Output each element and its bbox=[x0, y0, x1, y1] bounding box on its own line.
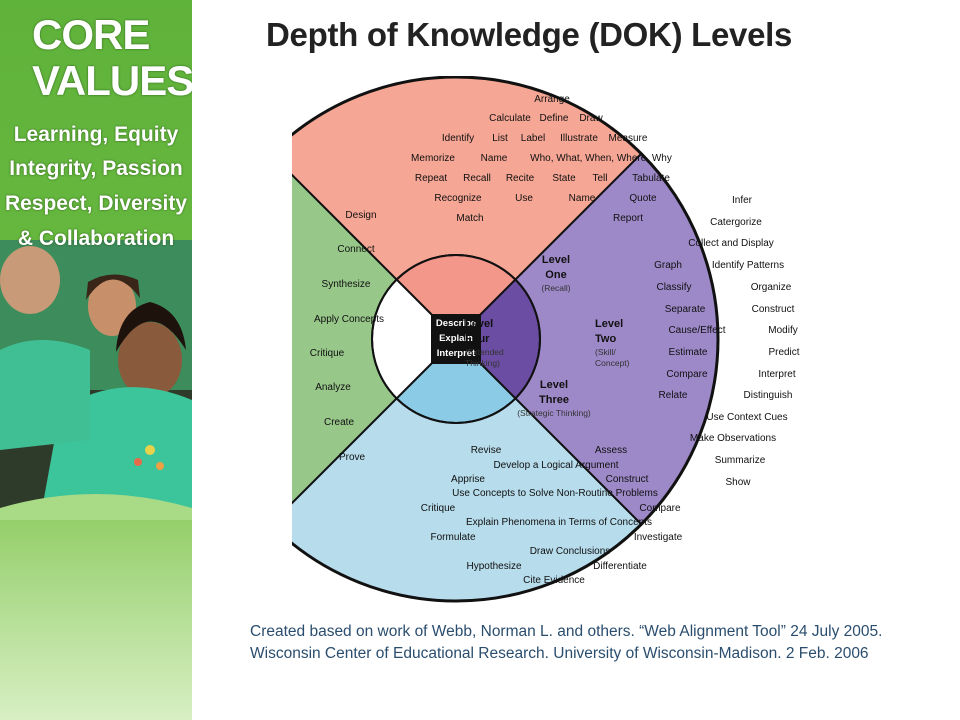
level-three-label: Three bbox=[539, 394, 569, 406]
level-two-verb: Compare bbox=[666, 369, 708, 380]
level-three-verb: Formulate bbox=[430, 532, 475, 543]
level-three-verb: Revise bbox=[471, 445, 502, 456]
level-four-verb: Connect bbox=[337, 244, 374, 255]
students-photo bbox=[0, 240, 192, 520]
page-title: Depth of Knowledge (DOK) Levels bbox=[266, 16, 793, 53]
level-two-verb: Distinguish bbox=[744, 390, 793, 401]
banner-heading-values: VALUES bbox=[32, 57, 192, 104]
level-one-verb: Arrange bbox=[534, 94, 570, 105]
level-two-verb: Identify Patterns bbox=[712, 260, 784, 271]
banner-value-line: & Collaboration bbox=[17, 227, 175, 250]
level-two-label: Level bbox=[595, 318, 623, 330]
level-four-verb: Critique bbox=[310, 348, 345, 359]
level-two-verb: Interpret bbox=[758, 369, 795, 380]
banner-value-line: Respect, Diversity bbox=[4, 192, 188, 215]
level-four-verb: Analyze bbox=[315, 382, 351, 393]
level-four-description: Thinking) bbox=[465, 358, 500, 368]
level-two-verb: Separate bbox=[665, 304, 706, 315]
level-four-verb: Synthesize bbox=[322, 279, 371, 290]
level-two-verb: Infer bbox=[732, 195, 753, 206]
level-three-verb: Differentiate bbox=[593, 561, 647, 572]
level-one-verb: Tabulate bbox=[632, 173, 670, 184]
level-two-verb: Predict bbox=[768, 347, 799, 358]
level-two-verb: Graph bbox=[654, 260, 682, 271]
level-four-description: (Extended bbox=[465, 347, 504, 357]
level-two-verb: Use Context Cues bbox=[706, 412, 787, 423]
level-two-verb: Show bbox=[725, 477, 751, 488]
level-one-verb: Name bbox=[481, 153, 508, 164]
level-one-verb: Memorize bbox=[411, 153, 455, 164]
level-one-verb: Calculate bbox=[489, 113, 531, 124]
level-one-verb: Tell bbox=[592, 173, 607, 184]
level-two-verb: Make Observations bbox=[690, 433, 776, 444]
level-two-description: (Skill/ bbox=[595, 347, 616, 357]
level-four-label: Level bbox=[465, 318, 493, 330]
level-four-verb: Apply Concepts bbox=[314, 314, 384, 325]
center-box bbox=[431, 314, 481, 364]
level-three-description: (Strategic Thinking) bbox=[517, 408, 591, 418]
level-two-verb: Construct bbox=[752, 304, 795, 315]
level-two-verb: Modify bbox=[768, 325, 797, 336]
level-three-verb: Compare bbox=[639, 503, 681, 514]
level-two-verb: Estimate bbox=[669, 347, 708, 358]
level-four-verb: Create bbox=[324, 417, 354, 428]
level-three-verb: Assess bbox=[595, 445, 627, 456]
citation-text: Created based on work of Webb, Norman L.… bbox=[250, 623, 883, 662]
level-three-verb: Critique bbox=[421, 503, 456, 514]
dok-wheel-diagram: DescribeExplainInterpretLevelOne(Recall)… bbox=[292, 76, 800, 603]
level-one-verb: Repeat bbox=[415, 173, 447, 184]
core-values-banner: CORE VALUES Learning, Equity Integrity, … bbox=[0, 0, 192, 720]
level-two-verb: Catergorize bbox=[710, 217, 762, 228]
level-one-verb: Recognize bbox=[434, 193, 482, 204]
level-one-description: (Recall) bbox=[541, 283, 570, 293]
level-three-verb: Explain Phenomena in Terms of Concepts bbox=[466, 517, 652, 528]
level-one-verb: Define bbox=[540, 113, 569, 124]
level-one-verb: Use bbox=[515, 193, 533, 204]
level-one-verb: Measure bbox=[609, 133, 648, 144]
level-three-verb: Construct bbox=[606, 474, 649, 485]
center-word: Explain bbox=[439, 333, 473, 344]
level-four-verb: Prove bbox=[339, 452, 366, 463]
level-three-verb: Investigate bbox=[634, 532, 683, 543]
level-four-verb: Design bbox=[345, 210, 376, 221]
inner-ring bbox=[371, 254, 541, 424]
level-two-verb: Summarize bbox=[715, 455, 766, 466]
level-one-verb: Illustrate bbox=[560, 133, 598, 144]
level-one-verb: Name bbox=[569, 193, 596, 204]
level-three-label: Level bbox=[540, 379, 568, 391]
level-one-verb: Who, What, When, Where, Why bbox=[530, 153, 672, 164]
level-one-verb: Identify bbox=[442, 133, 474, 144]
level-three-verb: Cite Evidence bbox=[523, 575, 585, 586]
level-three-verb: Develop a Logical Argument bbox=[493, 460, 618, 471]
level-three-verb: Use Concepts to Solve Non-Routine Proble… bbox=[452, 488, 658, 499]
outer-ring bbox=[292, 76, 720, 603]
level-four-label: Four bbox=[465, 333, 490, 345]
level-three-verb: Hypothesize bbox=[466, 561, 521, 572]
center-word: Describe bbox=[436, 318, 476, 329]
level-three-verb: Apprise bbox=[451, 474, 485, 485]
level-three-verb: Draw Conclusions bbox=[530, 546, 611, 557]
banner-value-line: Learning, Equity bbox=[13, 123, 179, 146]
level-one-verb: Report bbox=[613, 213, 643, 224]
level-two-verb: Classify bbox=[656, 282, 691, 293]
level-two-verb: Cause/Effect bbox=[668, 325, 725, 336]
level-one-verb: Label bbox=[521, 133, 545, 144]
level-two-verb: Collect and Display bbox=[688, 238, 774, 249]
level-one-verb: State bbox=[552, 173, 576, 184]
level-two-label: Two bbox=[595, 333, 616, 345]
center-word: Interpret bbox=[437, 348, 476, 359]
level-two-description: Concept) bbox=[595, 358, 630, 368]
level-one-verb: List bbox=[492, 133, 508, 144]
level-two-verb: Organize bbox=[751, 282, 792, 293]
level-one-verb: Match bbox=[456, 213, 483, 224]
banner-value-line: Integrity, Passion bbox=[9, 157, 183, 180]
level-one-verb: Draw bbox=[579, 113, 603, 124]
level-one-verb: Recite bbox=[506, 173, 535, 184]
level-one-verb: Recall bbox=[463, 173, 491, 184]
banner-heading-core: CORE bbox=[32, 11, 150, 58]
level-one-label: Level bbox=[542, 254, 570, 266]
level-one-label: One bbox=[545, 269, 566, 281]
level-two-verb: Relate bbox=[659, 390, 688, 401]
level-one-verb: Quote bbox=[629, 193, 657, 204]
